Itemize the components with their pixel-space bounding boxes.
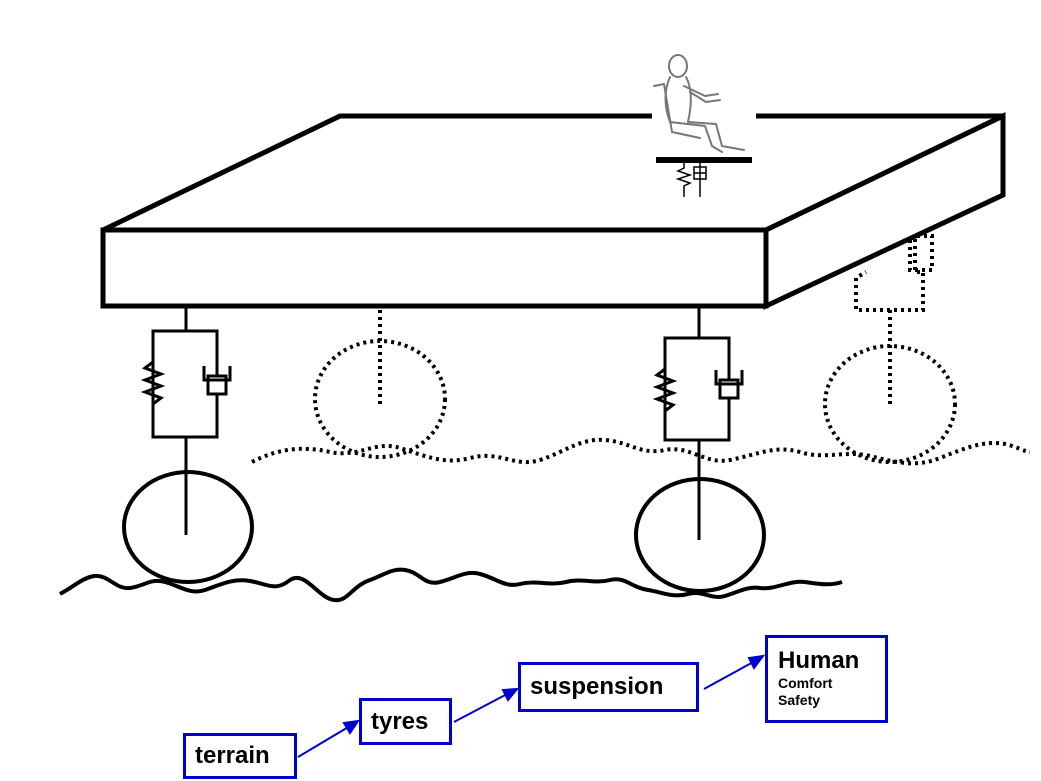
- rear-suspension-hidden: [251, 232, 1031, 466]
- suspension-box: suspension: [518, 662, 699, 712]
- chassis: [100, 112, 1006, 310]
- chassis-front-face: [100, 227, 769, 309]
- terrain-box: terrain: [183, 733, 297, 779]
- terrain-profile: [59, 567, 843, 603]
- comfort-label: Comfort: [778, 675, 833, 691]
- front-left-wheel: [122, 470, 254, 584]
- human-box: Human Comfort Safety: [765, 635, 888, 723]
- spring: [140, 355, 166, 412]
- seated-person-icon: [652, 54, 756, 197]
- terrain-label: terrain: [195, 742, 270, 769]
- front-right-suspension: [652, 306, 744, 540]
- flow-arrows: [297, 654, 766, 758]
- suspension-label: suspension: [530, 673, 664, 700]
- human-label: Human: [778, 647, 860, 674]
- tyres-box: tyres: [359, 698, 452, 745]
- front-right-wheel: [634, 477, 766, 593]
- spring: [652, 362, 678, 418]
- rear-left-wheel-hidden: [313, 339, 447, 459]
- rear-right-wheel-hidden: [823, 344, 957, 464]
- rear-terrain-hidden: [251, 437, 1031, 466]
- front-left-suspension: [140, 306, 232, 535]
- tyres-label: tyres: [371, 708, 429, 735]
- safety-label: Safety: [778, 692, 821, 708]
